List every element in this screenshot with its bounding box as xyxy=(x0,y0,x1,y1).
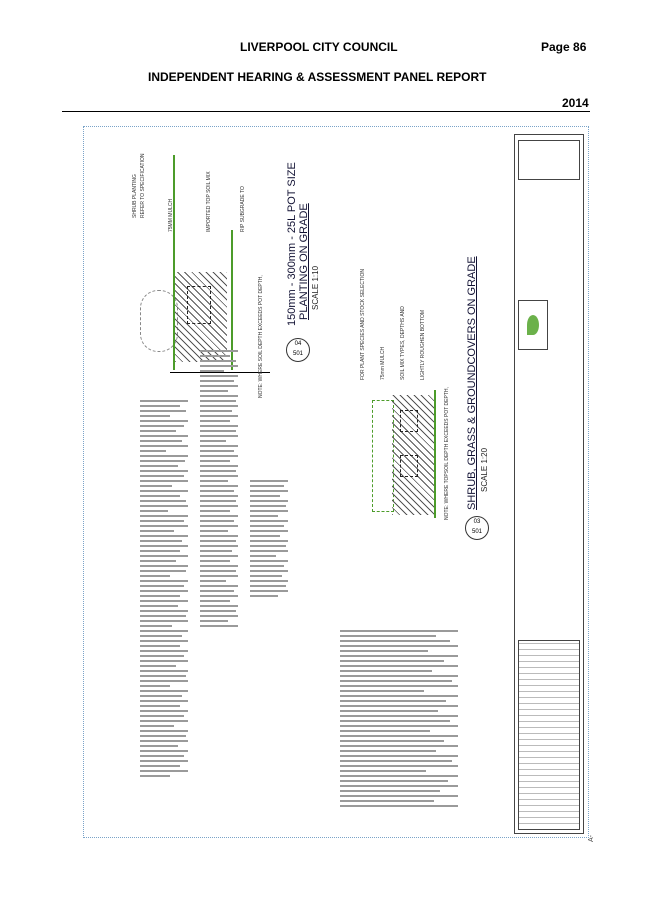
grade-line-a2 xyxy=(231,230,233,370)
soil-hatch-a xyxy=(175,272,227,362)
detail-b-scale: SCALE 1:20 xyxy=(480,447,489,492)
label-a-3: 75MM MULCH xyxy=(168,198,174,232)
drawing-sheet xyxy=(83,126,589,838)
label-b-1: FOR PLANT SPECIES AND STOCK SELECTION xyxy=(360,269,366,380)
leaf-logo-icon xyxy=(527,315,539,335)
detail-b-callout: 03 501 xyxy=(465,516,489,540)
label-a-5: RIP SUBGRADE TO xyxy=(240,186,246,232)
grade-line-b xyxy=(434,390,436,518)
report-year: 2014 xyxy=(562,96,589,110)
title-block-revision-cell xyxy=(518,140,580,180)
root-ball-b1 xyxy=(400,410,418,432)
spec-text-column-1 xyxy=(140,400,190,780)
note-a: NOTE: WHERE SOIL DEPTH EXCEEDS POT DEPTH… xyxy=(258,275,264,398)
spec-text-column-3 xyxy=(250,480,290,600)
detail-b-sheet: 501 xyxy=(471,529,482,535)
plant-sketch-b xyxy=(372,400,394,512)
header-rule xyxy=(62,111,590,112)
detail-a-sheet: 501 xyxy=(292,351,303,357)
spec-text-column-4 xyxy=(340,630,460,810)
title-block xyxy=(514,134,584,834)
detail-a-number: 04 xyxy=(294,341,302,347)
spec-text-column-2 xyxy=(200,350,240,630)
label-b-4: LIGHTLY ROUGHEN BOTTOM xyxy=(420,309,426,380)
detail-a-subtitle: PLANTING ON GRADE xyxy=(298,203,310,320)
label-b-3: SOIL MIX TYPES, DEPTHS AND xyxy=(400,306,406,380)
detail-b-title: SHRUB, GRASS & GROUNDCOVERS ON GRADE xyxy=(466,256,478,510)
note-b: NOTE: WHERE TOPSOIL DEPTH EXCEEDS POT DE… xyxy=(444,387,450,520)
root-ball-b2 xyxy=(400,455,418,477)
root-ball-a xyxy=(187,286,211,324)
grade-line-a1 xyxy=(173,155,175,370)
detail-a-callout: 04 501 xyxy=(286,338,310,362)
label-b-2: 75mm MULCH xyxy=(380,346,386,380)
label-a-1: SHRUB PLANTING xyxy=(132,174,138,218)
dim-line-a xyxy=(170,372,270,373)
title-block-logo-cell xyxy=(518,300,548,350)
detail-a-title: 150mm - 300mm - 25L POT SIZE xyxy=(286,162,298,326)
detail-a-scale: SCALE 1:10 xyxy=(311,265,320,310)
corner-mark: A- xyxy=(588,835,595,842)
title-block-table xyxy=(518,640,580,830)
label-a-4: IMPORTED TOP SOIL MIX xyxy=(206,171,212,232)
council-name: LIVERPOOL CITY COUNCIL xyxy=(240,40,398,54)
detail-b-number: 03 xyxy=(473,519,481,525)
page-number: Page 86 xyxy=(541,40,587,54)
label-a-2: REFER TO SPECIFICATION xyxy=(140,153,146,218)
report-title: INDEPENDENT HEARING & ASSESSMENT PANEL R… xyxy=(148,70,487,84)
